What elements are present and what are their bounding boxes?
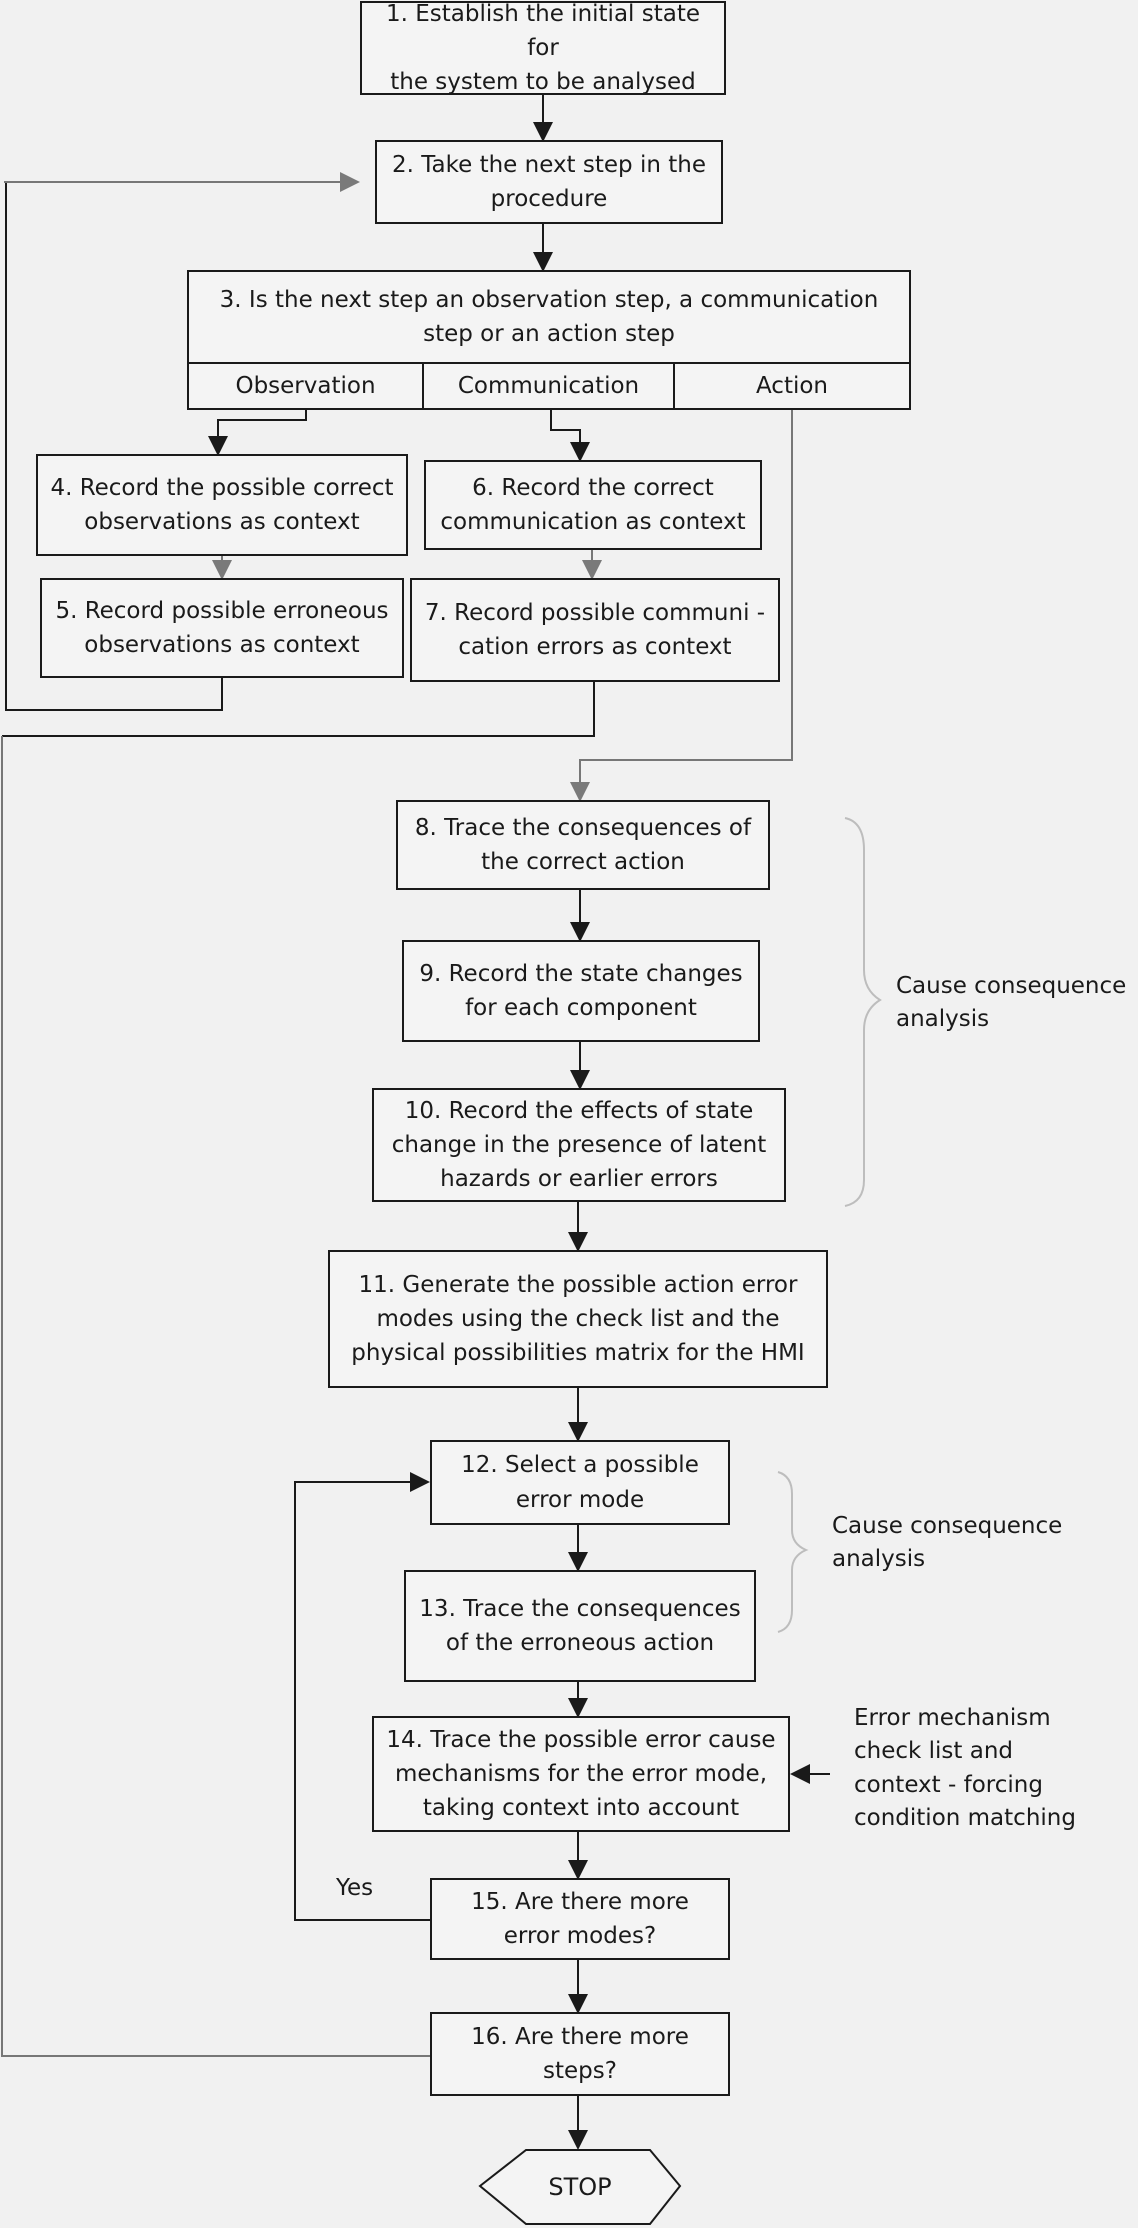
step-10-box: 10. Record the effects of state change i… — [372, 1088, 786, 1202]
step-6-box: 6. Record the correct communication as c… — [424, 460, 762, 550]
step-12-box: 12. Select a possible error mode — [430, 1440, 730, 1525]
arrow-yes-loop-to-12 — [294, 1472, 430, 1921]
step-3-box: 3. Is the next step an observation step,… — [187, 270, 911, 364]
step-2-box: 2. Take the next step in the procedure — [375, 140, 723, 224]
loop-from-5 — [5, 182, 223, 711]
loop-from-7 — [2, 682, 595, 737]
step-14-box: 14. Trace the possible error cause mecha… — [372, 1716, 790, 1832]
step-1-box: 1. Establish the initial state for the s… — [360, 1, 726, 95]
step-3-action-cell: Action — [673, 362, 911, 410]
step-16-box: 16. Are there more steps? — [430, 2012, 730, 2096]
loop-from-16 — [1, 736, 430, 2057]
step-3-communication-cell: Communication — [422, 362, 675, 410]
step-11-box: 11. Generate the possible action error m… — [328, 1250, 828, 1388]
step-8-box: 8. Trace the consequences of the correct… — [396, 800, 770, 890]
yes-label: Yes — [336, 1875, 374, 1901]
brace-cause-consequence-2 — [777, 1471, 809, 1633]
arrow-observation-to-4 — [208, 410, 307, 456]
error-mechanism-label: Error mechanism check list and context -… — [854, 1705, 1076, 1832]
cause-consequence-label-2: Cause consequence analysis — [832, 1513, 1063, 1573]
arrow-action-to-8 — [570, 410, 793, 802]
step-3-observation-cell: Observation — [187, 362, 424, 410]
cause-consequence-label-1: Cause consequence analysis — [896, 973, 1127, 1033]
step-13-box: 13. Trace the consequences of the errone… — [404, 1570, 756, 1682]
step-4-box: 4. Record the possible correct observati… — [36, 454, 408, 556]
step-7-box: 7. Record possible communi - cation erro… — [410, 578, 780, 682]
step-5-box: 5. Record possible erroneous observation… — [40, 578, 404, 678]
arrow-communication-to-6 — [550, 410, 590, 462]
step-15-box: 15. Are there more error modes? — [430, 1878, 730, 1960]
stop-shape — [478, 2149, 682, 2225]
brace-cause-consequence-1 — [844, 817, 882, 1207]
stop-label: STOP — [548, 2173, 612, 2201]
step-9-box: 9. Record the state changes for each com… — [402, 940, 760, 1042]
